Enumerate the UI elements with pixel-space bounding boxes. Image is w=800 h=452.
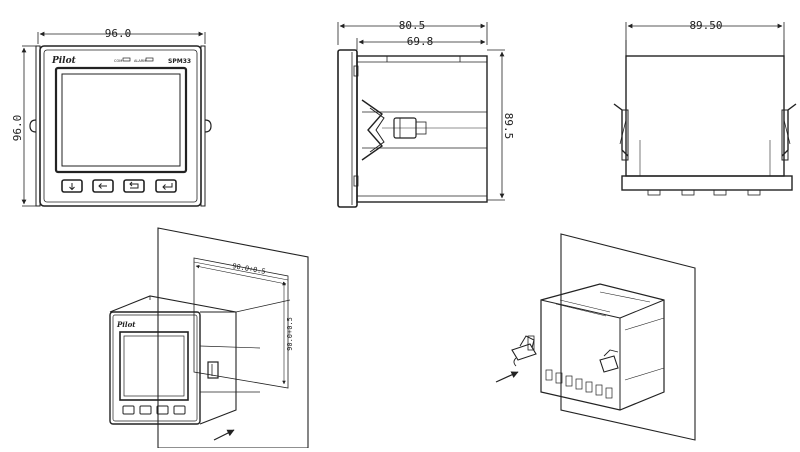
led-indicator [122, 57, 131, 62]
left-arrow-button [92, 179, 114, 193]
side-view: 80.5 69.8 89.5 [337, 19, 515, 208]
clip-arrow [495, 371, 519, 383]
display-window [54, 66, 188, 174]
front-view: 96.0 96.0 Pilot COM ALARM SPM33 [11, 27, 212, 207]
install-brand: Pilot [116, 320, 136, 329]
down-arrow-button [61, 179, 83, 193]
front-model: SPM33 [168, 58, 191, 65]
front-buttons [61, 179, 177, 193]
led-indicator [145, 57, 154, 62]
cutout-height-dim: 90.0+0.5 [286, 317, 294, 351]
enter-button [155, 179, 177, 193]
top-width-dim: 89.50 [689, 19, 722, 32]
return-button [123, 179, 145, 193]
down-arrow-icon [69, 183, 75, 191]
side-height-dim: 89.5 [502, 113, 515, 140]
enter-icon [162, 183, 173, 190]
top-view: 89.50 [613, 19, 797, 196]
panel-install-view: 90.0+0.5 90.0+0.5 Pilot [109, 227, 309, 449]
left-arrow-icon [98, 183, 107, 189]
clip-install-view [495, 233, 696, 441]
cutout-width-dim: 90.0+0.5 [232, 262, 267, 276]
insert-arrow [213, 429, 235, 441]
front-led-com: COM [114, 59, 122, 63]
return-icon [129, 181, 139, 189]
front-led-alarm: ALARM [134, 59, 146, 63]
front-height-dim: 96.0 [11, 115, 24, 142]
side-depth-dim: 80.5 [399, 19, 426, 32]
side-body-dim: 69.8 [407, 35, 434, 48]
front-brand: Pilot [51, 56, 77, 66]
front-width-dim: 96.0 [105, 27, 132, 40]
